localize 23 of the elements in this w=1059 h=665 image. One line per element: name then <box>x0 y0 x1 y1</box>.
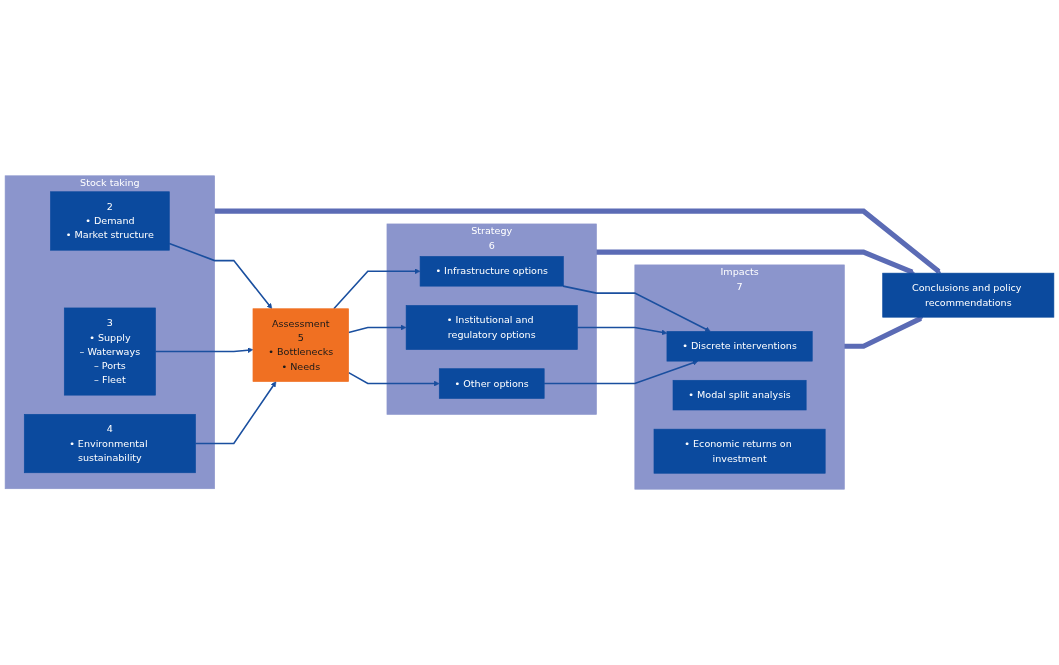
node-box: 4 • Environmental sustainability <box>23 414 196 474</box>
node-box: • Modal split analysis <box>672 379 807 411</box>
arrow <box>214 208 942 274</box>
arrow <box>844 316 924 349</box>
node-box: Assessment 5 • Bottlenecks • Needs <box>252 308 349 382</box>
arrow <box>543 360 699 385</box>
arrow <box>562 285 711 332</box>
arrow <box>154 347 254 353</box>
arrow <box>194 381 277 445</box>
node-box: • Infrastructure options <box>419 256 564 287</box>
node-box: • Discrete interventions <box>666 331 813 362</box>
arrow <box>596 249 915 275</box>
node-box: • Economic returns on investment <box>653 428 826 474</box>
node-box: Conclusions and policy recommendations <box>882 272 1055 318</box>
node-box: 3 • Supply – Waterways – Ports – Fleet <box>63 307 156 396</box>
node-box: 2 • Demand • Market structure <box>50 191 170 251</box>
node-box: • Institutional and regulatory options <box>405 305 578 350</box>
arrow <box>347 324 407 334</box>
arrow <box>168 242 273 309</box>
arrow <box>347 371 440 387</box>
arrow <box>333 268 421 310</box>
arrow <box>576 326 668 336</box>
node-box: • Other options <box>438 368 545 399</box>
